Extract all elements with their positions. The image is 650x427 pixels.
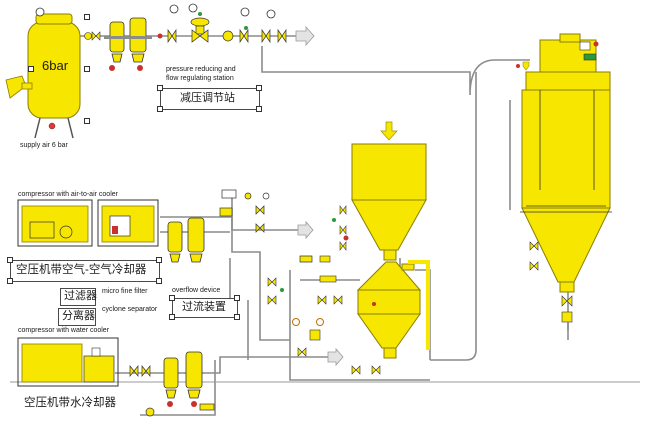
control-valve-icon (267, 205, 381, 375)
valve-red-icon (167, 401, 197, 407)
valve-icon (84, 31, 101, 41)
compressor-air-cooler-cn-label: 空压机带空气-空气冷却器 (16, 264, 147, 276)
pressure-gauge-icon (169, 3, 276, 19)
valve-red-icon (516, 41, 599, 68)
pressure-station-cn-label: 减压调节站 (180, 92, 235, 104)
compressor-icon (17, 337, 119, 387)
resize-handle[interactable] (84, 66, 90, 72)
compressor-icon (17, 199, 159, 247)
compressor-water-cooler-cn-label: 空压机带水冷却器 (24, 397, 116, 409)
regulator-icon (167, 17, 287, 44)
supply-air-label: supply air 6 bar (20, 142, 68, 149)
filter-unit-icon (163, 351, 203, 399)
control-valve-icon (529, 41, 597, 323)
feed-arrow-icon (380, 121, 398, 141)
separator-cn-label: 分离器 (62, 310, 95, 322)
resize-handle[interactable] (156, 257, 162, 263)
resize-handle[interactable] (234, 314, 240, 320)
overflow-pipe (408, 260, 430, 350)
filter-unit-icon (104, 17, 152, 63)
compressor-air-cooler-label: compressor with air-to-air cooler (18, 191, 118, 198)
silo-detail (520, 90, 612, 213)
resize-handle[interactable] (256, 106, 262, 112)
resize-handle[interactable] (84, 14, 90, 20)
micro-fine-filter-label: micro fine filter (102, 288, 148, 295)
resize-handle[interactable] (7, 257, 13, 263)
feed-arrow-icon (522, 61, 530, 71)
cyclone-separator-label: cyclone separator (102, 306, 158, 313)
flow-arrow-icon (295, 25, 344, 367)
valve-green-icon (280, 218, 336, 292)
pressure-station-label-2: flow regulating station (166, 75, 234, 82)
pressure-vessel-icon (5, 7, 81, 139)
resize-handle[interactable] (169, 295, 175, 301)
compressor-air-cooler-cn-box[interactable] (10, 260, 160, 282)
overflow-device-label: overflow device (172, 287, 221, 294)
pressure-station-label-1: pressure reducing and (166, 66, 236, 73)
valve-icon (219, 189, 313, 263)
resize-handle[interactable] (7, 278, 13, 284)
pressure-station-cn-box[interactable] (160, 88, 260, 110)
resize-handle[interactable] (157, 85, 163, 91)
overflow-device-cn-label: 过流装置 (182, 301, 226, 313)
hopper-icon (351, 143, 427, 261)
valve-green-icon (198, 12, 248, 30)
resize-handle[interactable] (169, 314, 175, 320)
filter-unit-icon (167, 217, 205, 263)
indicator-icon (292, 318, 324, 326)
filter-cn-box[interactable] (60, 288, 96, 306)
valve-red-icon (343, 235, 376, 306)
valve-icon (129, 365, 215, 417)
filter-cn-label: 过滤器 (64, 290, 97, 302)
compressor-water-cooler-label: compressor with water cooler (18, 327, 110, 334)
resize-handle[interactable] (84, 118, 90, 124)
resize-handle[interactable] (156, 278, 162, 284)
resize-handle[interactable] (28, 66, 34, 72)
blow-vessel-icon (356, 261, 422, 359)
overflow-device-cn-box[interactable] (172, 298, 238, 318)
resize-handle[interactable] (256, 85, 262, 91)
separator-cn-box[interactable] (58, 308, 96, 326)
resize-handle[interactable] (234, 295, 240, 301)
valve-red-icon (109, 33, 163, 71)
resize-handle[interactable] (157, 106, 163, 112)
vessel-pressure-label: 6bar (42, 58, 69, 73)
silo-icon (521, 33, 611, 293)
